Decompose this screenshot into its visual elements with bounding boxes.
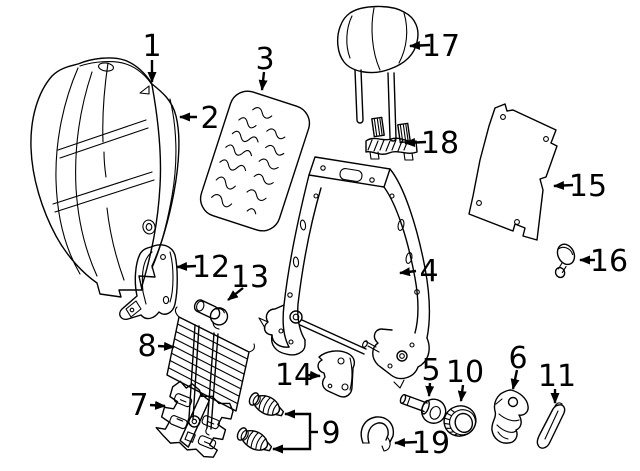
part-drawing-headrest-guide-bracket: [365, 116, 418, 161]
callout-18[interactable]: 18: [404, 126, 459, 161]
callout-number[interactable]: 18: [421, 126, 459, 161]
part-drawing-lower-bracket: [317, 350, 356, 398]
callout-4[interactable]: 4: [399, 254, 439, 289]
leader-line: [306, 370, 321, 380]
part-drawing-seat-back-cover: [30, 57, 180, 298]
callout-number[interactable]: 1: [142, 29, 161, 64]
leader-line: [157, 341, 175, 351]
callout-9[interactable]: 9: [272, 409, 341, 454]
callout-number[interactable]: 12: [192, 250, 230, 285]
leader-line: [149, 400, 166, 410]
callout-7[interactable]: 7: [129, 388, 166, 423]
part-drawing-headrest: [336, 5, 419, 142]
part-drawing-adjuster-ring: [443, 405, 477, 437]
part-drawing-recliner-bracket: [491, 389, 529, 444]
callout-number[interactable]: 10: [446, 355, 484, 390]
callout-14[interactable]: 14: [275, 358, 321, 393]
part-drawing-retainer-clip: [554, 243, 576, 279]
leader-line: [409, 41, 431, 50]
callout-17[interactable]: 17: [409, 29, 460, 64]
callout-12[interactable]: 12: [176, 250, 230, 285]
part-drawing-side-cover: [119, 244, 178, 321]
leader-line: [399, 267, 417, 277]
callout-15[interactable]: 15: [553, 169, 607, 204]
callout-8[interactable]: 8: [137, 329, 175, 364]
leader-line: [553, 180, 574, 190]
callout-number[interactable]: 2: [200, 101, 219, 136]
part-drawing-bolt: [399, 394, 447, 424]
callout-number[interactable]: 9: [321, 416, 340, 451]
callout-number[interactable]: 4: [419, 254, 438, 289]
leader-line: [258, 71, 268, 91]
callout-number[interactable]: 5: [421, 353, 440, 388]
callout-3[interactable]: 3: [255, 42, 275, 91]
callout-number[interactable]: 3: [255, 42, 274, 77]
callout-number[interactable]: 15: [569, 169, 607, 204]
callout-number[interactable]: 11: [538, 359, 576, 394]
callout-6[interactable]: 6: [508, 341, 528, 390]
callout-13[interactable]: 13: [227, 260, 269, 301]
callout-1[interactable]: 1: [142, 29, 162, 83]
part-drawing-guide-pin: [193, 299, 229, 330]
callout-number[interactable]: 13: [231, 260, 269, 295]
callout-number[interactable]: 6: [508, 341, 527, 376]
callout-number[interactable]: 19: [412, 426, 450, 461]
callout-19[interactable]: 19: [394, 426, 450, 461]
part-drawing-spring-hook: [360, 416, 395, 452]
leader-line: [425, 382, 435, 397]
callout-number[interactable]: 8: [137, 329, 156, 364]
callout-10[interactable]: 10: [446, 355, 484, 402]
leader-line: [510, 369, 520, 390]
callout-number[interactable]: 17: [422, 29, 460, 64]
part-drawing-recliner-handle: [536, 402, 566, 449]
part-drawing-lumbar-mat: [166, 306, 255, 436]
callout-number[interactable]: 16: [590, 244, 628, 279]
callout-11[interactable]: 11: [538, 359, 576, 404]
leader-bracket: [272, 409, 312, 454]
part-drawing-seat-back-pad: [199, 90, 311, 232]
leader-line: [457, 384, 467, 402]
callout-number[interactable]: 7: [129, 388, 148, 423]
part-drawing-lower-shield: [155, 380, 234, 458]
leader-line: [404, 138, 427, 148]
leader-line: [394, 438, 418, 448]
callout-5[interactable]: 5: [421, 353, 441, 397]
leader-line: [227, 287, 244, 301]
part-drawing-seat-back-panel: [468, 103, 558, 241]
leader-line: [176, 261, 197, 271]
part-drawing-screws: [233, 388, 288, 457]
callout-2[interactable]: 2: [179, 101, 220, 136]
part-drawing-seat-back-frame: [258, 156, 431, 389]
callout-number[interactable]: 14: [275, 358, 313, 393]
callout-16[interactable]: 16: [579, 244, 628, 279]
